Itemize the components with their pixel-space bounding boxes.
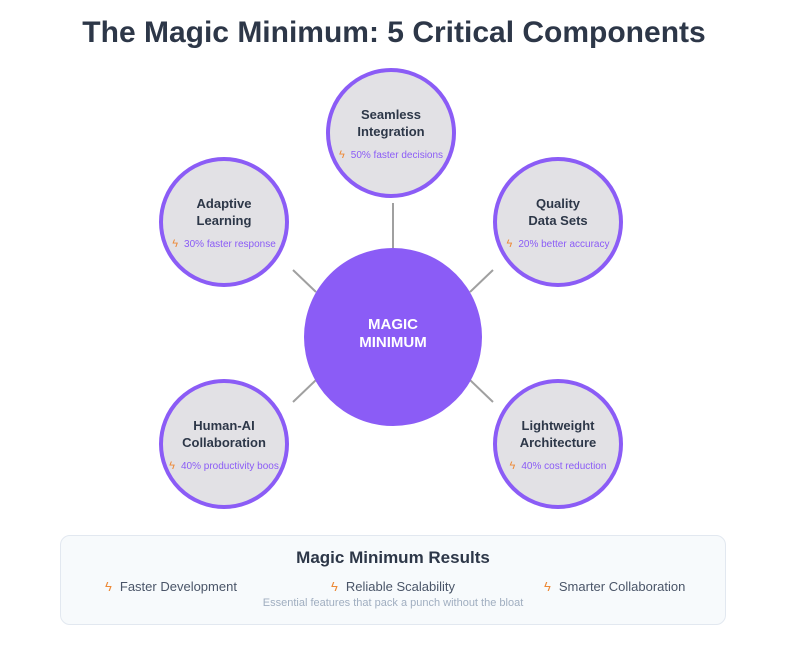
component-quality-data-sets: Quality Data Sets ϟ 20% better accuracy <box>493 157 623 287</box>
result-item: ϟ Reliable Scalability <box>331 579 455 594</box>
component-metric: 40% productivity boos <box>180 461 279 472</box>
component-metric: 50% faster decisions <box>350 150 444 161</box>
result-label: Reliable Scalability <box>345 579 456 594</box>
connector-top-left <box>292 269 317 293</box>
result-label: Smarter Collaboration <box>558 579 686 594</box>
component-name-line1: Quality <box>535 196 581 211</box>
component-lightweight-architecture: Lightweight Architecture ϟ 40% cost reduc… <box>493 379 623 509</box>
results-title: Magic Minimum Results <box>296 548 490 567</box>
page-title: The Magic Minimum: 5 Critical Components <box>82 16 706 49</box>
component-seamless-integration: Seamless Integration ϟ 50% faster decisio… <box>326 68 456 198</box>
lightning-icon: ϟ <box>169 460 175 472</box>
magic-minimum-hub: MAGIC MINIMUM <box>304 248 482 426</box>
lightning-icon: ϟ <box>172 238 179 250</box>
component-adaptive-learning: Adaptive Learning ϟ 30% faster response <box>159 157 289 287</box>
lightning-icon: ϟ <box>544 579 551 594</box>
component-name-line1: Lightweight <box>521 418 595 433</box>
component-metric: 30% faster response <box>184 239 276 250</box>
result-label: Faster Development <box>119 579 237 594</box>
hub-label-line1: MAGIC <box>368 316 418 333</box>
component-metric: 40% cost reduction <box>521 461 607 472</box>
connector-bottom-left <box>292 379 317 403</box>
result-item: ϟ Faster Development <box>105 579 237 594</box>
component-name-line1: Adaptive <box>196 196 252 211</box>
lightning-icon: ϟ <box>506 238 513 250</box>
component-name-line2: Integration <box>357 124 425 139</box>
lightning-icon: ϟ <box>105 579 112 594</box>
component-name-line2: Learning <box>196 213 252 228</box>
component-name-line1: Seamless <box>361 107 421 122</box>
connector-top-right <box>469 269 494 293</box>
result-item: ϟ Smarter Collaboration <box>544 579 685 594</box>
connector-bottom-right <box>469 379 494 403</box>
lightning-icon: ϟ <box>331 579 338 594</box>
lightning-icon: ϟ <box>338 149 345 161</box>
component-metric: 20% better accuracy <box>518 239 610 250</box>
component-name-line2: Collaboration <box>182 435 266 450</box>
component-human-ai-collaboration: Human-AI Collaboration ϟ 40% productivity… <box>159 379 289 509</box>
component-name-line2: Architecture <box>519 435 597 450</box>
component-name-line1: Human-AI <box>193 418 255 433</box>
results-caption: Essential features that pack a punch wit… <box>262 597 524 609</box>
results-panel: Magic Minimum Results ϟ Faster Developmen… <box>60 535 726 625</box>
component-name-line2: Data Sets <box>528 213 588 228</box>
lightning-icon: ϟ <box>509 460 516 472</box>
hub-label-line2: MINIMUM <box>359 334 427 351</box>
